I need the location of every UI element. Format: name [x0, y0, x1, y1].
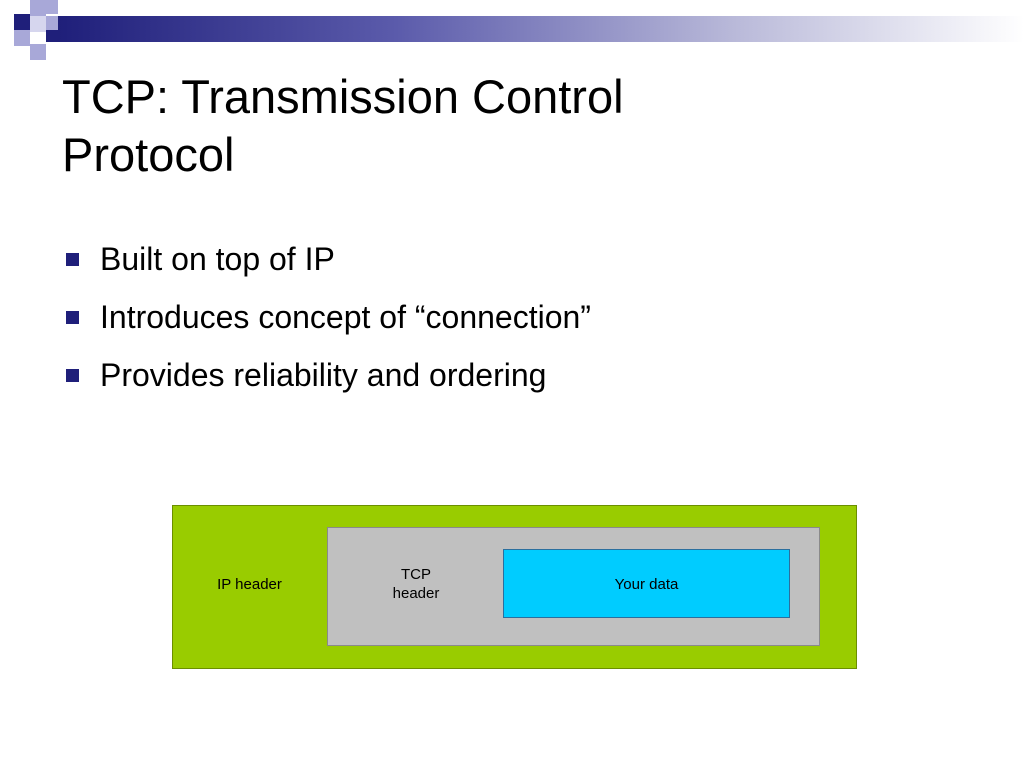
- tcp-header-label: TCP header: [376, 565, 456, 603]
- title-line-2: Protocol: [62, 128, 235, 181]
- decor-square-icon: [46, 0, 58, 14]
- tcp-header-line-1: TCP: [401, 566, 431, 583]
- decor-square-icon: [30, 16, 46, 32]
- decor-square-icon: [46, 30, 58, 42]
- header-gradient-bar: [58, 16, 1024, 42]
- bullet-item: Introduces concept of “connection”: [62, 288, 591, 346]
- square-bullet-icon: [66, 368, 79, 382]
- bullet-item: Provides reliability and ordering: [62, 346, 591, 404]
- bullet-text: Built on top of IP: [100, 240, 335, 277]
- decor-square-icon: [14, 30, 30, 46]
- square-bullet-icon: [66, 310, 79, 324]
- data-payload-box: [503, 549, 790, 618]
- bullet-text: Provides reliability and ordering: [100, 356, 547, 393]
- decor-square-icon: [30, 44, 46, 60]
- decor-square-icon: [14, 14, 30, 30]
- bullet-item: Built on top of IP: [62, 230, 591, 288]
- data-label: Your data: [614, 576, 679, 593]
- tcp-header-line-2: header: [392, 585, 440, 602]
- bullet-text: Introduces concept of “connection”: [100, 298, 591, 335]
- decor-square-icon: [46, 16, 58, 32]
- square-bullet-icon: [66, 252, 79, 266]
- title-line-1: TCP: Transmission Control: [62, 70, 624, 123]
- bullet-list: Built on top of IP Introduces concept of…: [62, 230, 591, 404]
- ip-header-label: IP header: [217, 576, 282, 593]
- decor-square-icon: [30, 0, 46, 16]
